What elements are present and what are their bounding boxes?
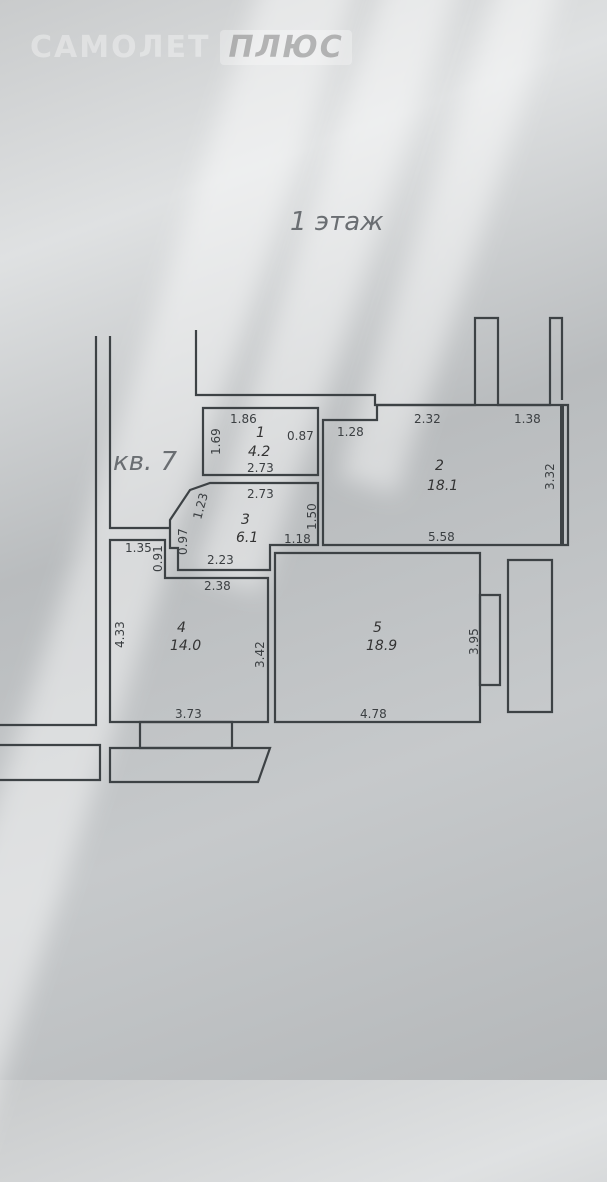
dimension: 1.38 [514, 412, 541, 426]
dimension: 2.38 [204, 579, 231, 593]
dimension: 0.91 [151, 545, 165, 572]
dimension: 1.50 [305, 503, 319, 530]
dimension: 1.28 [337, 425, 364, 439]
dimension: 2.73 [247, 487, 274, 501]
room-3: 3 6.1 [236, 512, 258, 546]
dimension: 2.32 [414, 412, 441, 426]
room-2: 2 18.1 [427, 458, 458, 494]
apartment-label: кв. 7 [113, 447, 178, 477]
dimension: 1.23 [190, 491, 210, 520]
room-number: 2 [435, 458, 444, 474]
dimension: 3.73 [175, 707, 202, 721]
room-area: 14.0 [170, 638, 201, 654]
room-4: 4 14.0 [170, 620, 201, 654]
dimension: 3.95 [467, 628, 481, 655]
room-area: 18.1 [427, 478, 458, 494]
dimensions: 1.86 0.87 1.69 2.73 2.73 1.23 1.50 1.18 … [113, 412, 557, 721]
watermark-brand: САМОЛЕТ [30, 30, 211, 65]
room-area: 4.2 [248, 444, 270, 460]
dimension: 3.32 [543, 463, 557, 490]
floor-plan: 1 этаж кв. 7 1 4.2 2 18.1 3 6.1 4 14.0 5… [0, 207, 570, 784]
dimension: 1.35 [125, 541, 152, 555]
dimension: 2.23 [207, 553, 234, 567]
walls [0, 316, 570, 784]
dimension: 0.97 [176, 528, 190, 555]
watermark: САМОЛЕТ ПЛЮС [30, 30, 352, 65]
dimension: 4.33 [113, 621, 127, 648]
dimension: 4.78 [360, 707, 387, 721]
room-number: 4 [177, 620, 186, 636]
room-number: 1 [256, 425, 265, 441]
room-5: 5 18.9 [366, 620, 397, 654]
room-1: 1 4.2 [248, 425, 270, 460]
dimension: 1.86 [230, 412, 257, 426]
room-area: 6.1 [236, 530, 258, 546]
room-number: 5 [373, 620, 382, 636]
dimension: 1.69 [209, 428, 223, 455]
floor-label: 1 этаж [290, 207, 384, 237]
dimension: 1.18 [284, 532, 311, 546]
watermark-suffix: ПЛЮС [220, 30, 352, 65]
room-number: 3 [241, 512, 250, 528]
dimension: 5.58 [428, 530, 455, 544]
dimension: 2.73 [247, 461, 274, 475]
room-area: 18.9 [366, 638, 397, 654]
dimension: 0.87 [287, 429, 314, 443]
dimension: 3.42 [253, 641, 267, 668]
